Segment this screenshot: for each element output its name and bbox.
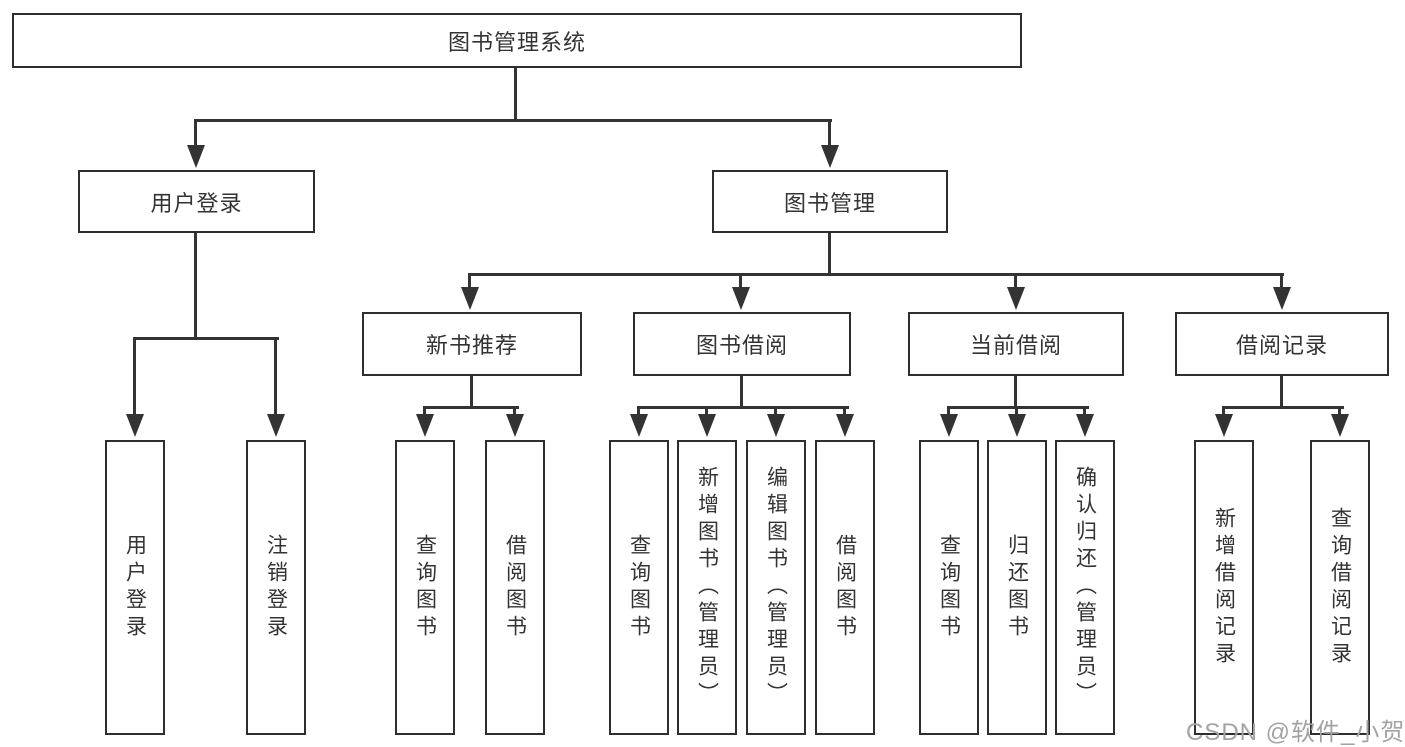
leaf-add-books-admin: 新增图书（管理员） (677, 440, 737, 735)
leaf-label: 新增图书（管理员） (695, 466, 719, 709)
connector-line (133, 340, 136, 414)
arrow-down-icon (1215, 414, 1233, 437)
node-label: 用户登录 (150, 190, 243, 216)
arrow-down-icon (767, 414, 785, 437)
leaf-edit-books-admin: 编辑图书（管理员） (746, 440, 806, 735)
arrow-down-icon (630, 414, 648, 437)
connector-line (1014, 276, 1017, 287)
leaf-user-login: 用户登录 (105, 440, 165, 735)
arrow-down-icon (187, 145, 205, 168)
node-book-management: 图书管理 (712, 170, 948, 233)
connector-line (194, 119, 832, 122)
connector-line (1338, 409, 1341, 414)
connector-line (274, 340, 277, 414)
leaf-label: 新增借阅记录 (1212, 506, 1236, 669)
node-label: 当前借阅 (969, 333, 1062, 358)
leaf-query-books: 查询图书 (395, 440, 455, 735)
arrow-down-icon (821, 145, 839, 168)
node-book-borrowing: 图书借阅 (633, 312, 851, 376)
connector-line (947, 409, 950, 414)
connector-line (1083, 409, 1086, 414)
leaf-borrow-books: 借阅图书 (815, 440, 875, 735)
leaf-label: 借阅图书 (503, 533, 527, 642)
node-label: 图书管理系统 (447, 29, 586, 55)
arrow-down-icon (416, 414, 434, 437)
connector-line (637, 406, 849, 409)
node-borrowing-records: 借阅记录 (1175, 312, 1389, 376)
leaf-logout: 注销登录 (246, 440, 306, 735)
connector-line (1015, 409, 1018, 414)
connector-line (740, 376, 743, 409)
connector-line (423, 406, 519, 409)
connector-line (468, 276, 471, 287)
arrow-down-icon (1076, 414, 1094, 437)
arrow-down-icon (1331, 414, 1349, 437)
node-label: 图书管理 (783, 190, 876, 216)
connector-line (194, 122, 197, 146)
arrow-down-icon (267, 414, 285, 437)
csdn-watermark: CSDN @软件_小贺同学 (1186, 719, 1405, 746)
leaf-label: 编辑图书（管理员） (764, 466, 788, 709)
leaf-label: 用户登录 (123, 533, 147, 642)
node-label: 新书推荐 (425, 333, 518, 358)
arrow-down-icon (836, 414, 854, 437)
connector-line (828, 233, 831, 276)
arrow-down-icon (1007, 287, 1025, 310)
leaf-label: 确认归还（管理员） (1073, 466, 1097, 709)
leaf-label: 查询借阅记录 (1328, 506, 1352, 669)
arrow-down-icon (461, 287, 479, 310)
node-label: 图书借阅 (695, 333, 788, 358)
node-current-borrowing: 当前借阅 (908, 312, 1124, 376)
arrow-down-icon (1273, 287, 1291, 310)
arrow-down-icon (940, 414, 958, 437)
connector-line (468, 273, 1284, 276)
leaf-borrow-books: 借阅图书 (485, 440, 545, 735)
arrow-down-icon (506, 414, 524, 437)
leaf-query-borrow-record: 查询借阅记录 (1310, 440, 1370, 735)
leaf-add-borrow-record: 新增借阅记录 (1194, 440, 1254, 735)
leaf-query-books: 查询图书 (609, 440, 669, 735)
arrow-down-icon (732, 287, 750, 310)
connector-line (843, 409, 846, 414)
leaf-return-books: 归还图书 (987, 440, 1047, 735)
connector-line (1222, 409, 1225, 414)
connector-line (774, 409, 777, 414)
connector-line (1222, 406, 1344, 409)
leaf-confirm-return-admin: 确认归还（管理员） (1055, 440, 1115, 735)
node-new-book-recommend: 新书推荐 (362, 312, 582, 376)
node-label: 借阅记录 (1235, 333, 1328, 358)
leaf-label: 查询图书 (627, 533, 651, 642)
connector-line (637, 409, 640, 414)
connector-line (423, 409, 426, 414)
arrow-down-icon (698, 414, 716, 437)
leaf-label: 查询图书 (937, 533, 961, 642)
connector-line (470, 376, 473, 409)
arrow-down-icon (126, 414, 144, 437)
leaf-query-books: 查询图书 (919, 440, 979, 735)
leaf-label: 注销登录 (264, 533, 288, 642)
connector-line (828, 122, 831, 146)
connector-line (739, 276, 742, 287)
leaf-label: 归还图书 (1005, 533, 1029, 642)
leaf-label: 查询图书 (413, 533, 437, 642)
connector-line (513, 409, 516, 414)
connector-line (194, 233, 197, 340)
node-book-management-system: 图书管理系统 (12, 13, 1022, 68)
connector-line (1280, 376, 1283, 409)
connector-line (133, 337, 279, 340)
connector-line (705, 409, 708, 414)
connector-line (514, 68, 517, 122)
connector-line (1014, 376, 1017, 409)
node-user-login: 用户登录 (78, 170, 315, 233)
arrow-down-icon (1008, 414, 1026, 437)
connector-line (1280, 276, 1283, 287)
leaf-label: 借阅图书 (833, 533, 857, 642)
connector-line (947, 406, 1089, 409)
